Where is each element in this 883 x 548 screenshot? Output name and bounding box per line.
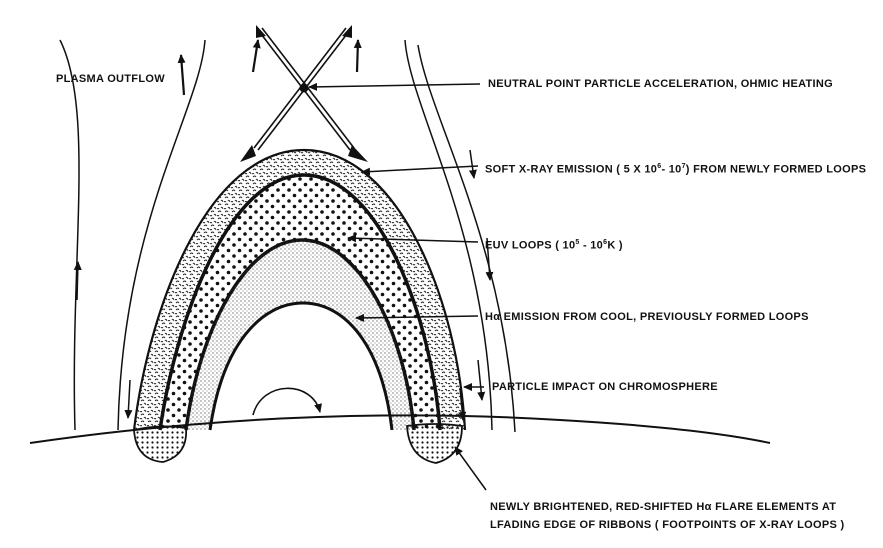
label-neutral-point: NEUTRAL POINT PARTICLE ACCELERATION, OHM… [488, 78, 833, 90]
label-plasma-outflow: PLASMA OUTFLOW [56, 73, 165, 85]
soft-xray-loop-outer-edge [132, 148, 467, 431]
x-point-arrow-lower-left [240, 145, 256, 162]
small-loop-arc [252, 387, 322, 416]
halpha-loop-band [186, 240, 414, 430]
field-arrow-right-foot [458, 387, 467, 421]
label-euv-text-a: EUV LOOPS ( 10 [485, 239, 576, 252]
right-footpoint-kernel [406, 423, 463, 464]
label-euv: EUV LOOPS ( 105 - 106K ) [485, 236, 623, 253]
field-line-left-inner [117, 39, 206, 431]
left-footpoint-kernel [133, 425, 187, 463]
label-soft-xray: SOFT X-RAY EMISSION ( 5 X 106- 107) FROM… [485, 160, 866, 177]
leader-soft-xray [361, 165, 479, 176]
field-arrow-right-mid [485, 237, 494, 281]
neutral-point [299, 83, 309, 93]
label-footpoints-line2: LFADING EDGE OF RIBBONS ( FOOTPOINTS OF … [490, 519, 845, 531]
label-particle-impact: PARTICLE IMPACT ON CHROMOSPHERE [492, 381, 718, 393]
leader-footpoints [454, 446, 487, 491]
field-arrow-right-lower [477, 359, 486, 401]
label-soft-xray-exp2: 7 [681, 163, 686, 170]
field-arrow-left-outer [73, 261, 82, 301]
x-point-arrow-upper-right [342, 25, 352, 38]
label-halpha: Hα EMISSION FROM COOL, PREVIOUSLY FORMED… [485, 311, 809, 323]
field-arrow-right-upper [468, 149, 477, 179]
label-euv-text-b: - 10 [579, 239, 604, 252]
label-footpoints-line1: NEWLY BRIGHTENED, RED-SHIFTED Hα FLARE E… [490, 501, 837, 513]
x-point-arrow-lower-right [348, 145, 368, 162]
label-soft-xray-exp1: 6 [657, 163, 662, 170]
leader-euv [347, 234, 479, 243]
outflow-arrow-left [177, 54, 186, 96]
soft-xray-loop-band [134, 150, 465, 430]
label-euv-text-c: K ) [607, 239, 623, 252]
outflow-arrow-center [251, 39, 261, 73]
leader-neutral-point [308, 82, 481, 91]
halpha-loop-inner-edge [208, 301, 394, 431]
label-euv-exp1: 5 [575, 239, 580, 246]
label-soft-xray-text-a: SOFT X-RAY EMISSION ( 5 X 10 [485, 163, 658, 176]
x-point-arrow-upper-left [256, 25, 266, 38]
field-arrow-left-lower [124, 379, 133, 419]
label-soft-xray-text-c: ) FROM NEWLY FORMED LOOPS [685, 163, 867, 176]
field-line-left-outer [59, 39, 80, 431]
field-line-right-inner [404, 39, 493, 431]
leader-halpha [355, 313, 479, 322]
label-soft-xray-text-b: - 10 [661, 163, 682, 176]
label-euv-exp2: 6 [603, 239, 608, 246]
field-line-right-outer [417, 44, 516, 433]
outflow-arrow-right [353, 39, 362, 73]
